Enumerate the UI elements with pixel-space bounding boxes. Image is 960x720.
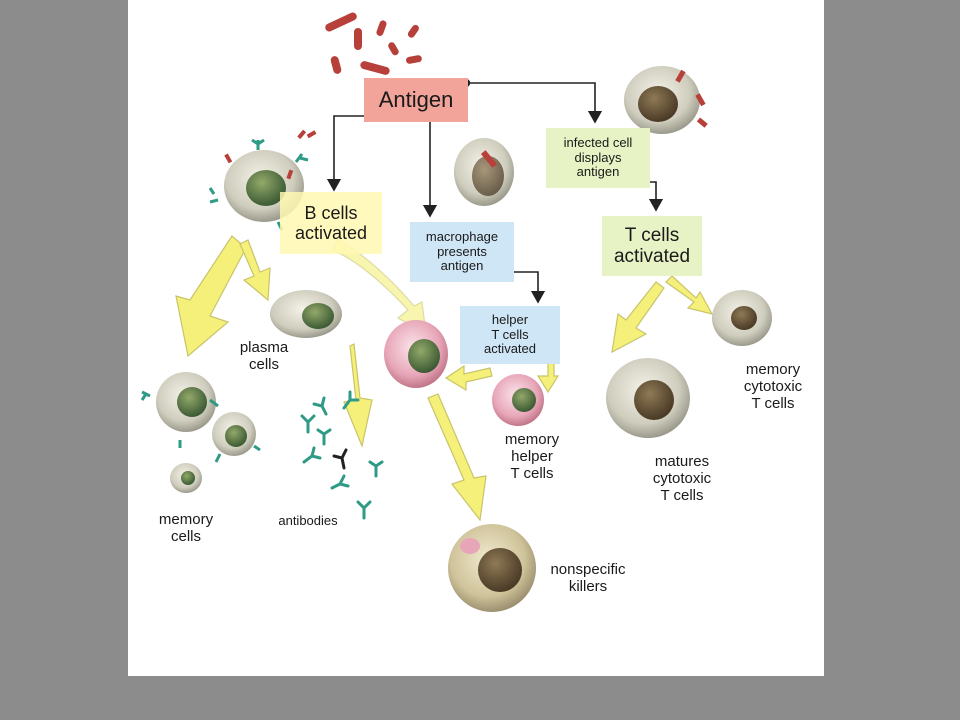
nonspecific-killers-label: nonspecific killers [550,561,626,595]
memory-helper-t-cells-label: memory helper T cells [504,431,560,482]
macrophage-image [454,138,514,206]
cytotoxic-t-cells-image [606,290,772,438]
helper-t-cells-box: helper T cells activated [460,306,560,364]
macrophage-box: macrophage presents antigen [410,222,514,282]
bacteria-cluster [325,12,422,75]
memory-cells-label: memory cells [158,511,214,545]
plasma-cells-label: plasma cells [239,339,289,373]
memory-cytotoxic-t-cells-label: memory cytotoxic T cells [743,361,803,412]
antibodies-label: antibodies [278,513,338,528]
memory-cells-image [140,372,261,493]
b-cells-activated-box: B cells activated [280,192,382,254]
plasma-cell-image [270,290,342,338]
infected-cell-box: infected cell displays antigen [546,128,650,188]
t-cells-activated-box: T cells activated [602,216,702,276]
antibodies-image [300,390,384,520]
nonspecific-killer-image [448,524,536,612]
diagram-panel: Antigen B cells activated macrophage pre… [128,0,824,676]
infected-cell-image [624,66,708,134]
antigen-box: Antigen [364,78,468,122]
diagram-canvas [140,12,772,612]
matures-cytotoxic-t-cells-label: matures cytotoxic T cells [652,453,712,504]
helper-t-cell-image [384,320,544,426]
